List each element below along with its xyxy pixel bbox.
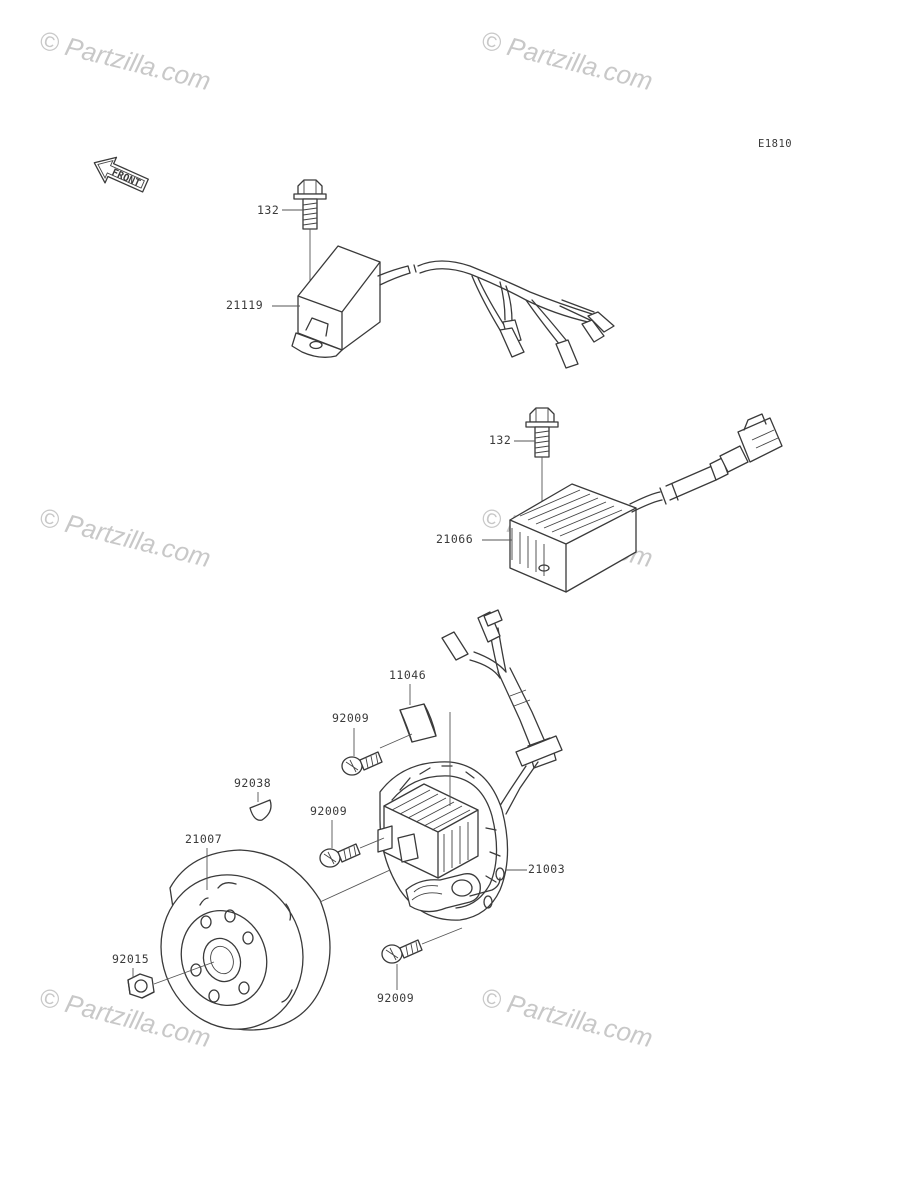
cdi-unit-assembly: 132 xyxy=(257,179,615,369)
part-label-92015: 92015 xyxy=(112,952,149,966)
screw-92009-middle-icon xyxy=(319,843,361,868)
part-label-21119: 21119 xyxy=(226,298,263,312)
part-label-21003: 21003 xyxy=(528,862,565,876)
screw-92009-lower-icon xyxy=(381,939,423,964)
screw-92009-upper-icon xyxy=(341,751,383,776)
regulator-plug-icon xyxy=(737,413,783,463)
watermark-top-left: © Partzilla.com xyxy=(37,25,214,96)
front-arrow-icon: FRONT xyxy=(93,156,149,193)
part-label-132-top: 132 xyxy=(257,203,279,217)
part-label-92009-middle: 92009 xyxy=(310,804,347,818)
watermark-top-right: © Partzilla.com xyxy=(479,25,656,96)
regulator-assembly: 132 xyxy=(489,407,783,593)
diagram-code: E1810 xyxy=(758,138,792,150)
part-label-92009-lower: 92009 xyxy=(377,991,414,1005)
watermark-mid-left: © Partzilla.com xyxy=(37,502,214,573)
part-label-92009-upper: 92009 xyxy=(332,711,369,725)
part-label-11046: 11046 xyxy=(389,668,426,682)
part-label-21066: 21066 xyxy=(436,532,473,546)
bolt-132-top-icon xyxy=(293,179,327,330)
part-label-21007: 21007 xyxy=(185,832,222,846)
grommet-11046-icon xyxy=(399,703,437,743)
key-92038-icon xyxy=(249,799,272,821)
part-label-92038: 92038 xyxy=(234,776,271,790)
wire-connector-icon xyxy=(499,311,615,369)
nut-92015-icon xyxy=(127,973,155,999)
part-label-132-mid: 132 xyxy=(489,433,511,447)
stator-assembly xyxy=(377,609,563,921)
watermark-bottom-right: © Partzilla.com xyxy=(479,982,656,1053)
